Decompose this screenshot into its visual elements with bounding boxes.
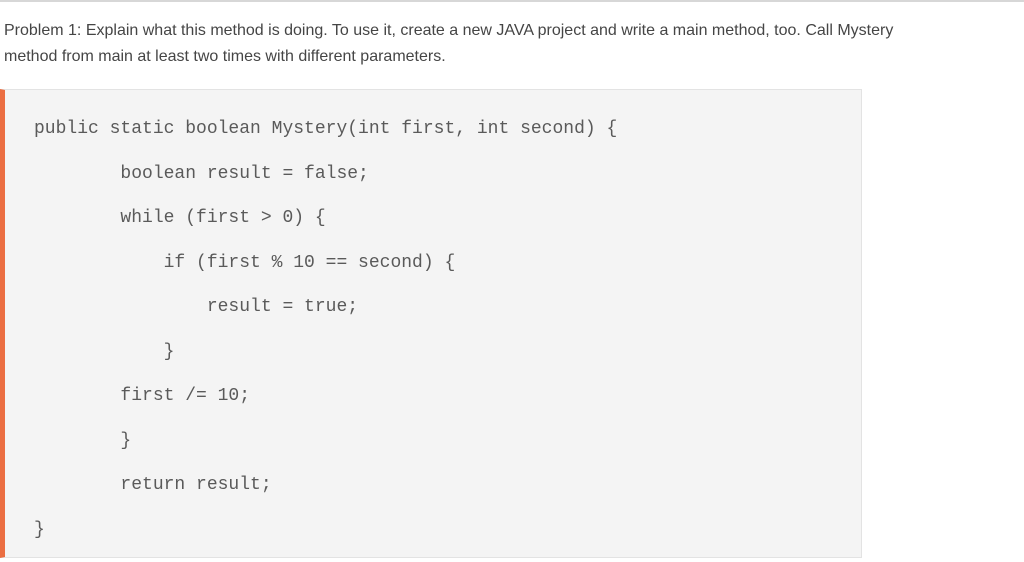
code-line: }: [34, 430, 132, 451]
problem-statement: Problem 1: Explain what this method is d…: [4, 18, 1020, 70]
code-line: result = true;: [34, 297, 359, 317]
code-block: public static boolean Mystery(int first,…: [0, 89, 862, 558]
code-line: while (first > 0) {: [34, 208, 326, 228]
code-line: }: [34, 341, 175, 362]
code-line: public static boolean Mystery(int first,…: [34, 119, 618, 139]
top-divider: [0, 0, 1024, 2]
code-line: if (first % 10 == second) {: [34, 252, 456, 273]
problem-statement-line-1: Problem 1: Explain what this method is d…: [4, 22, 894, 39]
code-line: }: [34, 519, 45, 540]
code-line: return result;: [34, 475, 272, 495]
code-line: boolean result = false;: [34, 163, 369, 184]
code-line: first /= 10;: [34, 386, 251, 406]
problem-statement-line-2: method from main at least two times with…: [4, 48, 446, 65]
